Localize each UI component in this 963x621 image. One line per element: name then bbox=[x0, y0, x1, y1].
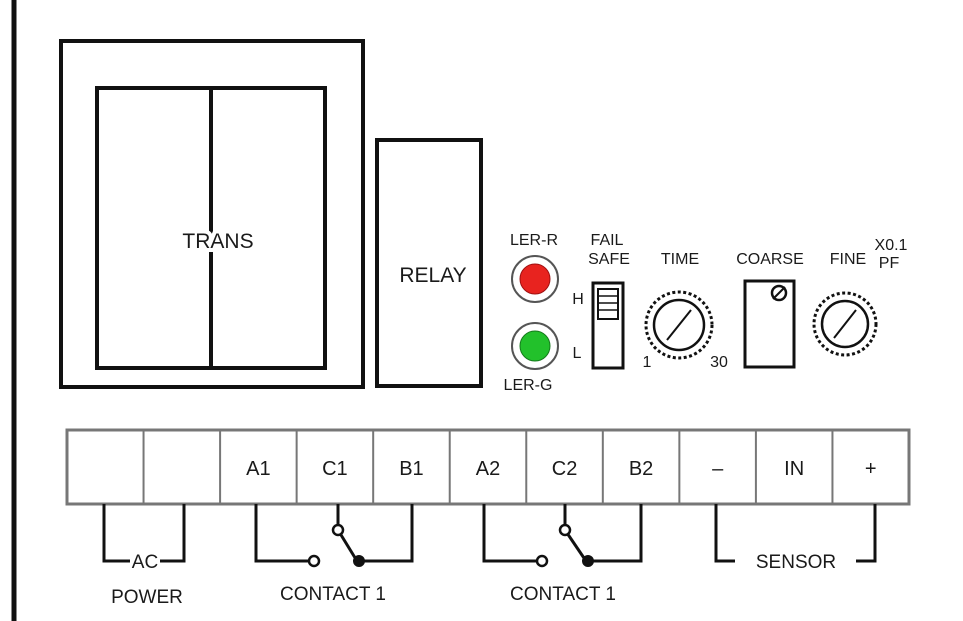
contact-right-label: CONTACT 1 bbox=[510, 584, 616, 605]
fail-safe-low-label: L bbox=[573, 345, 582, 362]
terminal-label: B1 bbox=[399, 458, 423, 480]
contact-right-node-a bbox=[535, 554, 549, 568]
coarse-selector[interactable]: COARSE bbox=[736, 251, 804, 369]
fail-safe-label-1: FAIL bbox=[591, 232, 624, 249]
terminal-minus-8: – bbox=[678, 430, 724, 504]
contact-right-node-c bbox=[558, 523, 572, 537]
terminal-label: B2 bbox=[629, 458, 653, 480]
relay: RELAY bbox=[375, 138, 483, 388]
terminal-b2-7: B2 bbox=[601, 430, 653, 504]
terminal-label: A2 bbox=[476, 458, 500, 480]
terminal-label: A1 bbox=[246, 458, 270, 480]
time-knob[interactable]: TIME 1 30 bbox=[643, 251, 728, 371]
contact-left-node-c bbox=[331, 523, 345, 537]
terminal-b1-4: B1 bbox=[372, 430, 424, 504]
red-led-label: LER-R bbox=[510, 232, 558, 249]
ac-label: AC bbox=[132, 552, 158, 573]
terminal-label: IN bbox=[784, 458, 804, 480]
terminal-c1-3: C1 bbox=[295, 430, 348, 504]
terminal-a1-2: A1 bbox=[219, 430, 271, 504]
terminal-in-9: IN bbox=[754, 430, 804, 504]
trans-label-text: TRANS bbox=[182, 230, 253, 253]
relay-label: RELAY bbox=[399, 264, 466, 287]
red-led: LER-R bbox=[510, 232, 559, 303]
fine-knob[interactable]: FINE X0.1 PF bbox=[812, 237, 908, 357]
terminal-c2-6: C2 bbox=[525, 430, 578, 504]
terminal-label: C1 bbox=[322, 458, 348, 480]
fine-label: FINE bbox=[830, 251, 866, 268]
green-led: LER-G bbox=[504, 322, 559, 394]
terminal-strip: A1 C1 B1 A2 C2 B2 – IN + bbox=[65, 428, 911, 506]
contact-right-wire-a bbox=[482, 504, 541, 563]
contact-left-wire-b bbox=[357, 504, 414, 563]
coarse-label: COARSE bbox=[736, 251, 804, 268]
transformer: TRANS TRANS bbox=[59, 39, 365, 389]
terminal-a2-5: A2 bbox=[448, 430, 500, 504]
sensor-label: SENSOR bbox=[756, 552, 836, 573]
time-label: TIME bbox=[661, 251, 699, 268]
terminal-plus-10: + bbox=[831, 430, 877, 504]
terminal-label: + bbox=[865, 458, 877, 480]
fail-safe-switch[interactable]: FAIL SAFE H L bbox=[572, 232, 630, 370]
sensor-wire-right bbox=[856, 504, 877, 563]
sensor-wire-left bbox=[714, 504, 735, 563]
fail-safe-label-2: SAFE bbox=[588, 251, 630, 268]
time-min-label: 1 bbox=[643, 354, 652, 371]
trans-label: TRANS bbox=[182, 230, 253, 253]
fail-safe-high-label: H bbox=[572, 291, 584, 308]
terminal-label: C2 bbox=[552, 458, 578, 480]
contact-right-node-b bbox=[582, 555, 594, 567]
time-max-label: 30 bbox=[710, 354, 728, 371]
ac-power-wire-left bbox=[102, 504, 130, 563]
contact-left-label: CONTACT 1 bbox=[280, 584, 386, 605]
contact-nodes bbox=[307, 523, 594, 568]
fine-multiplier-label: X0.1 bbox=[875, 237, 908, 254]
green-led-label: LER-G bbox=[504, 377, 553, 394]
contact-left-wire-a bbox=[254, 504, 312, 563]
fine-unit-label: PF bbox=[879, 255, 900, 272]
contact-left-node-a bbox=[307, 554, 321, 568]
contact-left-node-b bbox=[353, 555, 365, 567]
terminal-label: – bbox=[712, 458, 724, 480]
power-label: POWER bbox=[111, 587, 183, 608]
ac-power-wire-right bbox=[160, 504, 186, 563]
contact-right-wire-b bbox=[586, 504, 643, 563]
